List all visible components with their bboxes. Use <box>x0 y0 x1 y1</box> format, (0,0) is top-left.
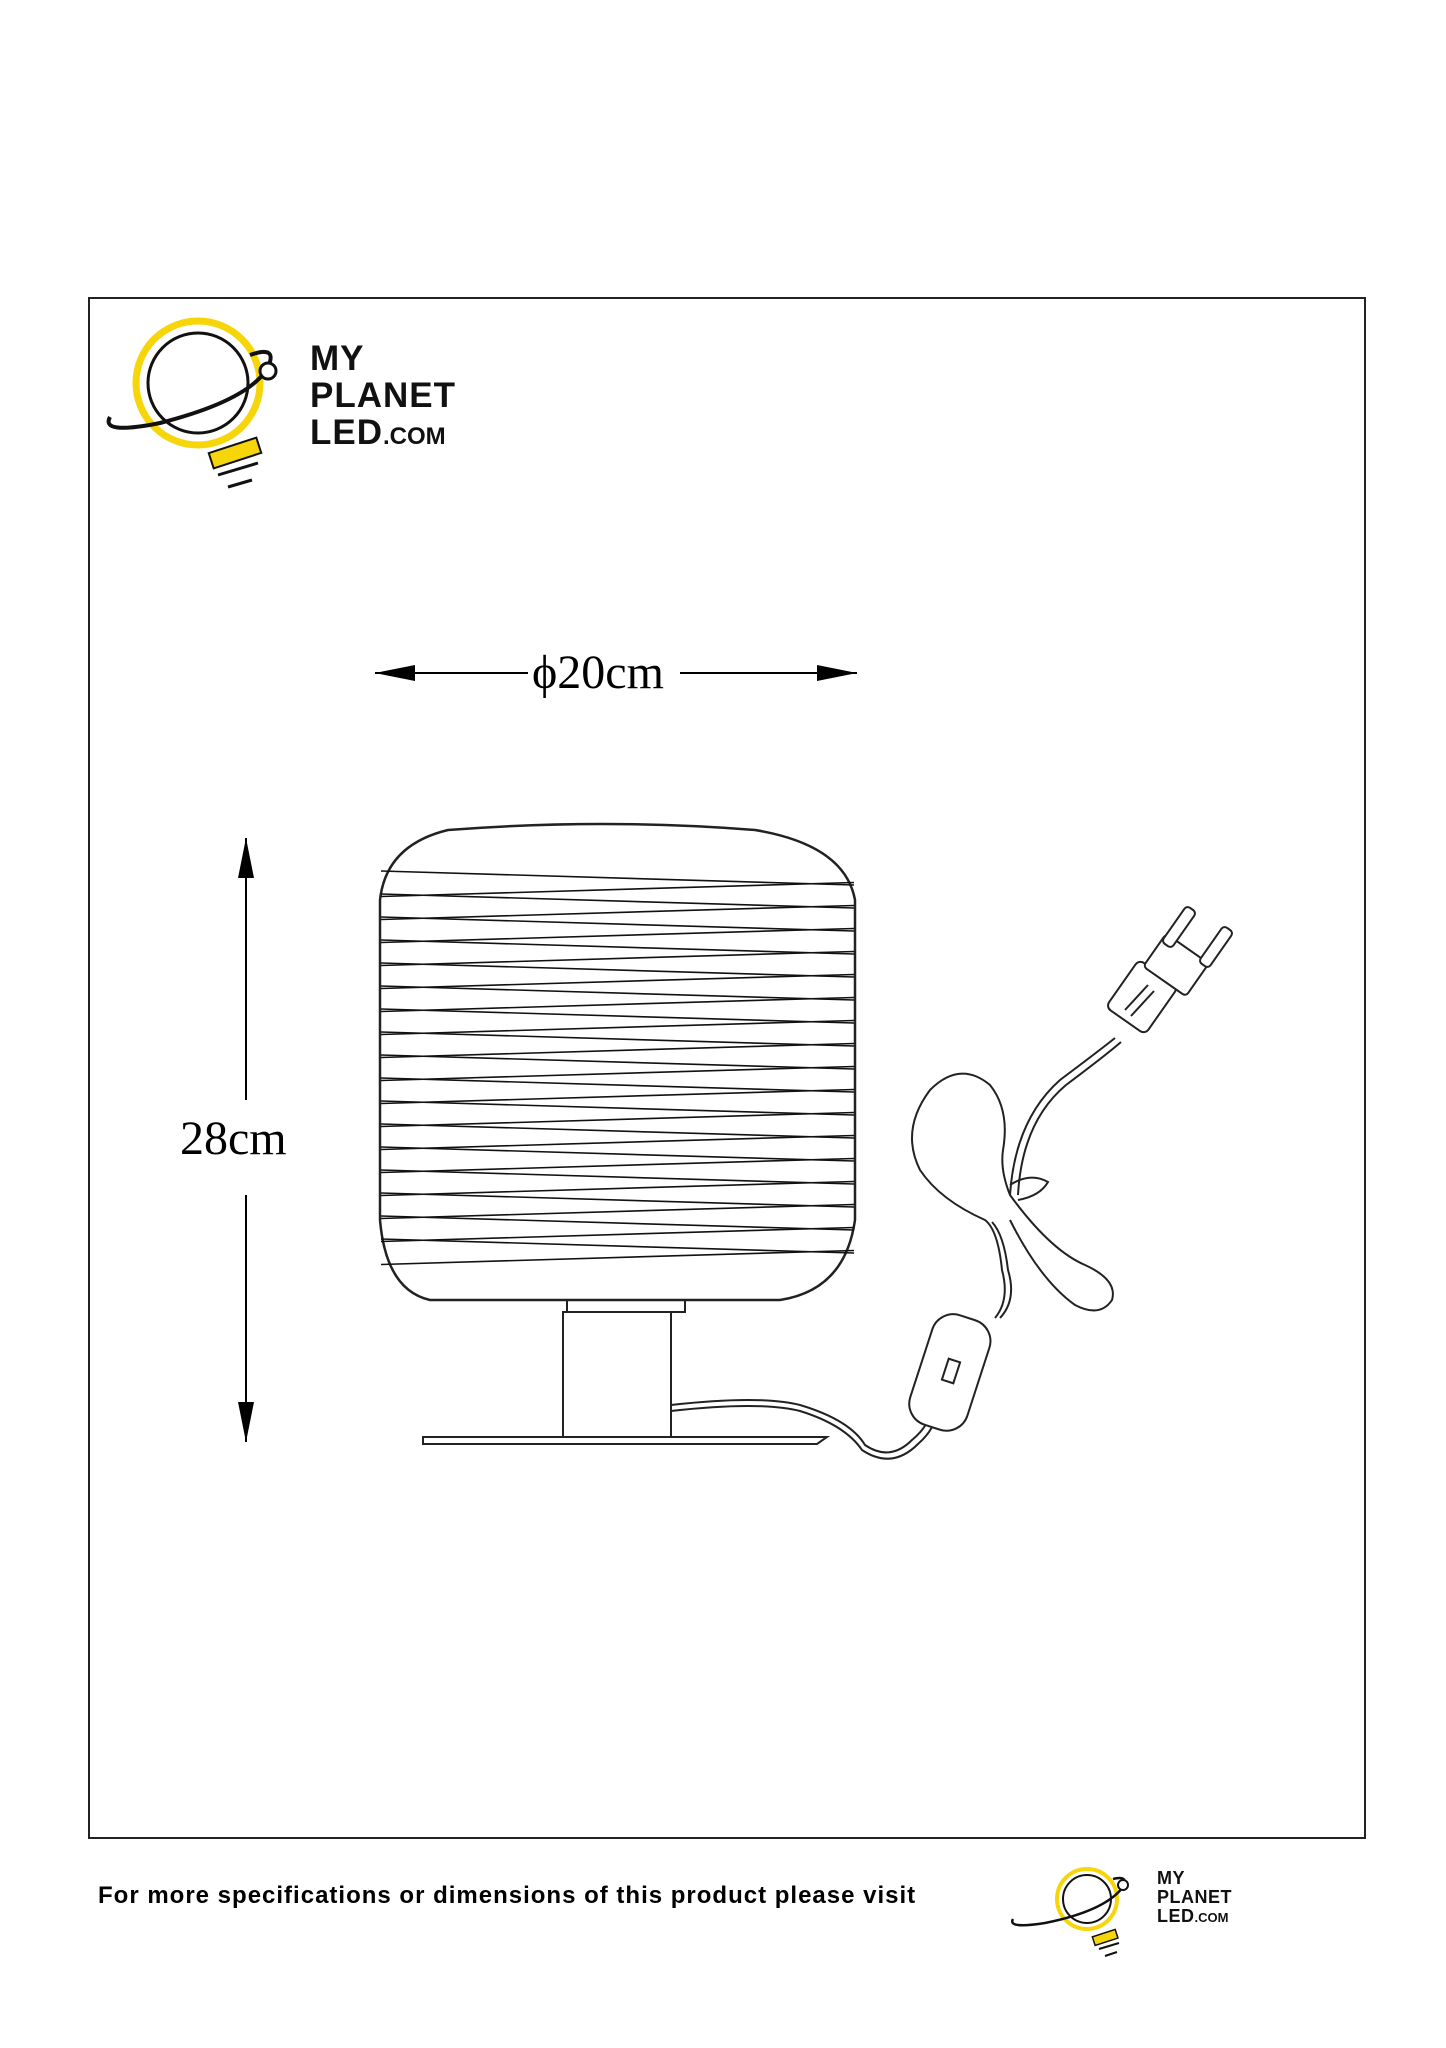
planet-bulb-icon <box>1010 1867 1129 1957</box>
shade-wrap-line <box>380 904 855 921</box>
shade-wrap-line <box>380 1088 855 1105</box>
brand-line-3: LED.COM <box>1157 1906 1229 1926</box>
shade-wrap-line <box>380 962 855 978</box>
shade-wrap-line <box>380 1215 855 1231</box>
footer: For more specifications or dimensions of… <box>98 1872 1368 1932</box>
shade-wrap-line <box>380 1249 855 1266</box>
shade-wrap-line <box>380 1019 855 1036</box>
eu-plug <box>1107 906 1233 1034</box>
planet-bulb-icon <box>106 317 278 489</box>
shade-wrap-line <box>380 870 855 886</box>
lamp-shade <box>378 822 857 1302</box>
shade-wrap-line <box>380 1123 855 1139</box>
brand-line-1: MY <box>310 339 365 378</box>
ring-tie <box>1009 1176 1050 1201</box>
footer-brand-logo[interactable]: MY PLANET LED.COM <box>1005 1857 1285 1957</box>
power-cable <box>670 1037 1122 1460</box>
shade-wrap-line <box>380 1157 855 1174</box>
brand-line-2: PLANET <box>310 376 456 415</box>
shade-wrap-line <box>380 1100 855 1116</box>
shade-wrap-line <box>380 985 855 1001</box>
shade-wrap-line <box>380 1180 855 1197</box>
shade-wrap-line <box>380 973 855 990</box>
height-dimension: 28cm <box>180 838 287 1442</box>
shade-wrap-line <box>380 1008 855 1024</box>
brand-wordmark: MY PLANET LED.COM <box>310 340 456 455</box>
shade-wrap-line <box>380 1146 855 1162</box>
inline-switch <box>908 1313 992 1432</box>
shade-wrap-line <box>380 1134 855 1151</box>
brand-line-3: LED.COM <box>310 413 446 452</box>
shade-wrap-line <box>380 1111 855 1128</box>
shade-wrap-line <box>380 939 855 955</box>
brand-line-2: PLANET <box>1157 1887 1232 1907</box>
brand-logo: MY PLANET LED.COM <box>100 305 480 505</box>
shade-wrap-line <box>380 881 855 898</box>
shade-wrap-line <box>380 1031 855 1047</box>
shade-wrap-line <box>380 996 855 1013</box>
shade-wrap-line <box>380 893 855 909</box>
shade-wrap-line <box>380 1042 855 1059</box>
diameter-label: ϕ20cm <box>532 646 664 699</box>
drawing-frame <box>88 297 1366 1839</box>
shade-wrap-line <box>380 1077 855 1093</box>
footer-text: For more specifications or dimensions of… <box>98 1882 917 1909</box>
shade-wrap-line <box>380 950 855 967</box>
shade-wrap-line <box>380 1065 855 1082</box>
brand-line-1: MY <box>1157 1868 1185 1888</box>
shade-wrap-line <box>380 1054 855 1070</box>
shade-wrap-line <box>380 1238 855 1254</box>
diameter-dimension: ϕ20cm <box>375 646 857 699</box>
shade-wrap-line <box>380 916 855 932</box>
shade-wrap-line <box>380 927 855 944</box>
shade-wrap-line <box>380 1203 855 1220</box>
height-label: 28cm <box>180 1112 287 1165</box>
brand-wordmark: MY PLANET LED.COM <box>1157 1869 1232 1927</box>
shade-wrap-line <box>380 1192 855 1208</box>
shade-wrap-line <box>380 1226 855 1243</box>
shade-wrap-line <box>380 1169 855 1185</box>
lamp-base <box>422 1299 831 1445</box>
